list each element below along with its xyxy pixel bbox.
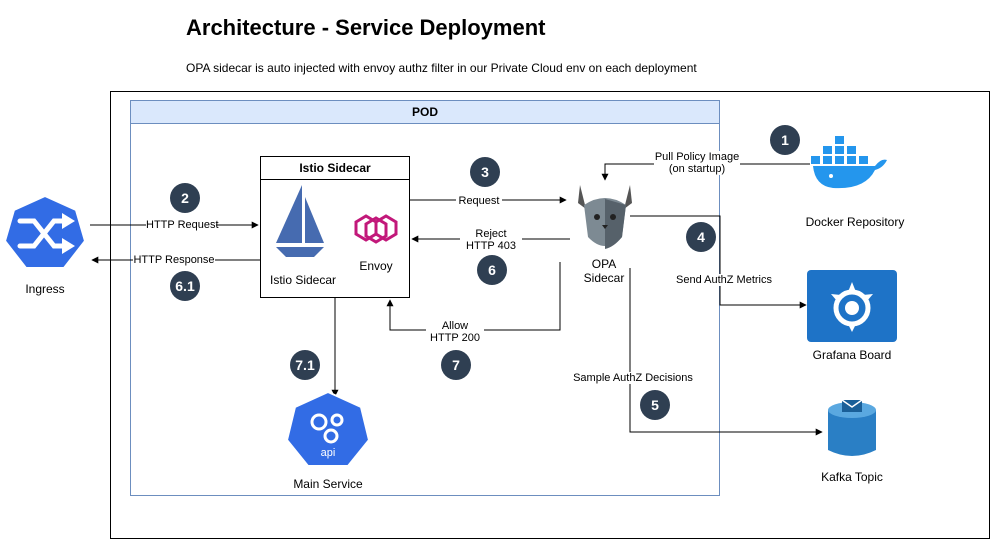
page-title: Architecture - Service Deployment <box>186 15 546 40</box>
docker-icon <box>811 136 887 189</box>
http-request-label: HTTP Request <box>146 219 219 231</box>
send-metrics-edge <box>630 215 807 309</box>
pod-label: POD <box>131 101 719 124</box>
opa-label-line1: OPA <box>591 257 617 271</box>
istio-icon <box>276 185 324 257</box>
allow-label-line2: HTTP 200 <box>430 332 480 344</box>
envoy-label: Envoy <box>359 259 393 273</box>
kafka-label: Kafka Topic <box>821 470 883 484</box>
envoy-icon <box>354 214 398 244</box>
reject-label-line2: HTTP 403 <box>466 240 516 252</box>
step-badge-7-1: 7.1 <box>290 350 320 380</box>
opa-label-line2: Sidecar <box>583 271 625 285</box>
opa-label: OPA Sidecar <box>576 257 632 285</box>
pull-policy-label: Pull Policy Image (on startup) <box>654 151 740 175</box>
pull-policy-edge <box>601 163 810 181</box>
step-badge-4: 4 <box>686 222 716 252</box>
main-service-label: Main Service <box>293 477 363 491</box>
page-subtitle: OPA sidecar is auto injected with envoy … <box>186 61 697 75</box>
istio-sidecar-header: Istio Sidecar <box>261 157 409 180</box>
opa-icon <box>578 185 632 249</box>
allow-label-line1: Allow <box>441 320 469 332</box>
sample-decisions-edge <box>629 268 823 436</box>
docker-label: Docker Repository <box>805 215 905 229</box>
pull-policy-label-line2: (on startup) <box>668 163 726 175</box>
sample-decisions-label: Sample AuthZ Decisions <box>571 372 695 384</box>
step-badge-3: 3 <box>470 157 500 187</box>
step-badge-6: 6 <box>477 255 507 285</box>
step-badge-7: 7 <box>441 350 471 380</box>
request-label: Request <box>456 195 502 207</box>
grafana-label: Grafana Board <box>812 348 892 362</box>
reject-label: Reject HTTP 403 <box>460 228 522 252</box>
ingress-icon <box>3 194 87 269</box>
pull-policy-label-line1: Pull Policy Image <box>654 151 740 163</box>
step-badge-6-1: 6.1 <box>170 271 200 301</box>
api-text: api <box>321 447 336 459</box>
environment-boundary <box>110 91 990 539</box>
kafka-topic-icon <box>828 400 876 456</box>
grafana-icon <box>807 270 897 342</box>
http-response-label: HTTP Response <box>133 254 215 266</box>
istio-label: Istio Sidecar <box>269 273 337 287</box>
send-metrics-label: Send AuthZ Metrics <box>673 274 775 286</box>
step-badge-5: 5 <box>640 390 670 420</box>
main-service-icon: api <box>285 390 371 467</box>
step-badge-2: 2 <box>170 183 200 213</box>
step-badge-1: 1 <box>770 125 800 155</box>
ingress-label: Ingress <box>25 282 65 296</box>
reject-label-line1: Reject <box>475 228 507 240</box>
allow-label: Allow HTTP 200 <box>426 320 484 344</box>
